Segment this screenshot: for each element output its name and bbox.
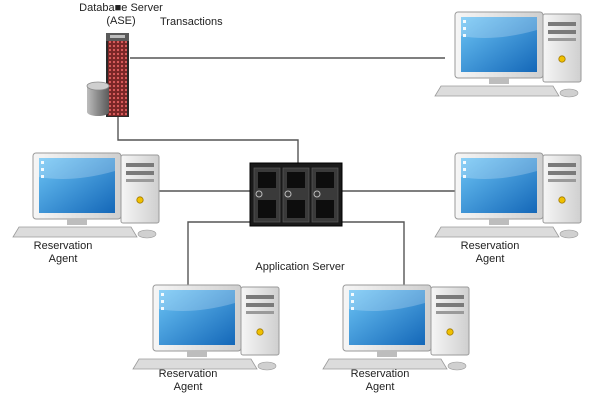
reservation-agent-right-icon	[434, 152, 582, 239]
agent-label-left: Reservation Agent	[18, 240, 108, 266]
workstation-top-right-icon	[434, 11, 582, 98]
agent-label-line2: Agent	[48, 253, 78, 265]
transactions-label: Transactions	[160, 16, 223, 28]
database-server	[86, 33, 129, 117]
database-server-subtitle: (ASE)	[106, 15, 136, 27]
database-server-label: Databa■e Server (ASE)	[66, 2, 176, 28]
agent-label-bottom-left: Reservation Agent	[143, 368, 233, 394]
database-server-title: Databa■e Server	[79, 2, 163, 14]
application-server-label: Application Server	[255, 261, 345, 273]
reservation-agent-bottom-right-icon	[322, 284, 470, 371]
agent-label-line1: Reservation	[460, 240, 520, 252]
agent-label-line1: Reservation	[350, 368, 410, 380]
agent-label-bottom-right: Reservation Agent	[335, 368, 425, 394]
agent-label-line1: Reservation	[33, 240, 93, 252]
storage-cylinder-icon	[86, 81, 110, 116]
agent-label-line2: Agent	[173, 381, 203, 393]
agent-label-line2: Agent	[475, 253, 505, 265]
agent-label-right: Reservation Agent	[445, 240, 535, 266]
agent-label-line1: Reservation	[158, 368, 218, 380]
reservation-agent-left-icon	[12, 152, 160, 239]
reservation-agent-bottom-left-icon	[132, 284, 280, 371]
application-server	[249, 162, 343, 227]
agent-label-line2: Agent	[365, 381, 395, 393]
